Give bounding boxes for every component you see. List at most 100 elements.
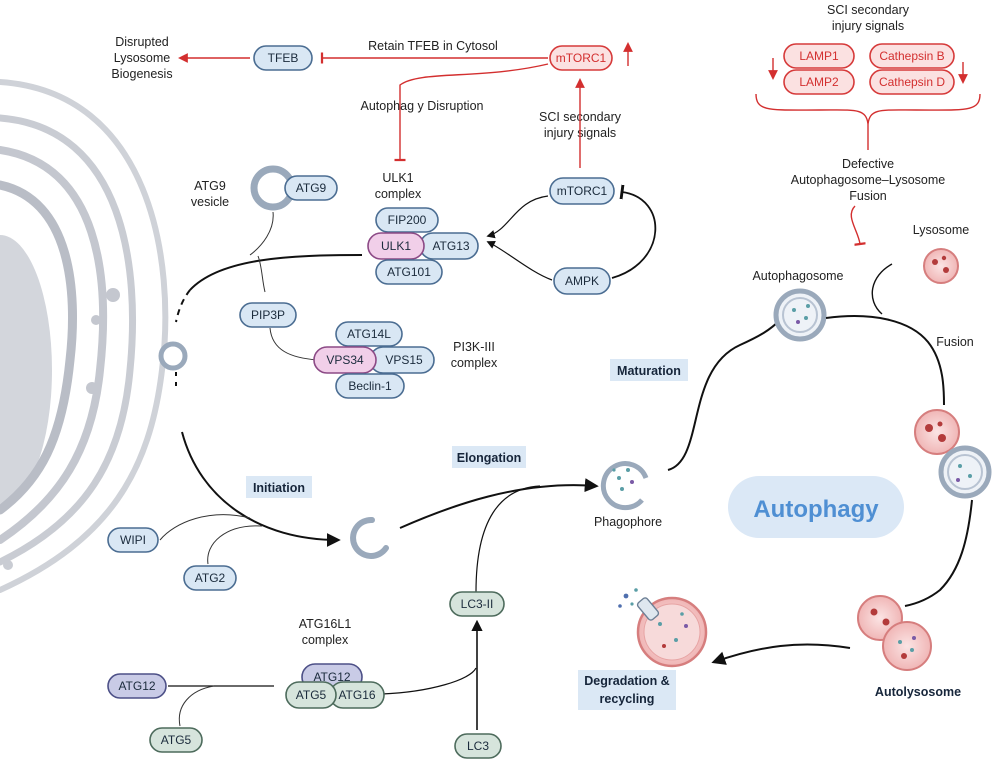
- atg14l-pill: ATG14L: [335, 321, 403, 347]
- autolysosome-curve: [904, 499, 973, 607]
- wipi-connector: [159, 514, 251, 541]
- vps15-pill: VPS15: [369, 346, 435, 374]
- svg-text:Elongation: Elongation: [457, 451, 522, 465]
- autolysosome-stage-box: Autolysosome: [870, 680, 966, 702]
- svg-text:Autolysosome: Autolysosome: [875, 685, 961, 699]
- svg-text:Cathepsin B: Cathepsin B: [879, 49, 944, 63]
- retain-tfeb-label: Retain TFEB in Cytosol: [368, 39, 498, 53]
- autophagy-disruption-line: [394, 63, 549, 162]
- lysosome: [923, 248, 959, 284]
- phagophore-label: Phagophore: [594, 515, 662, 529]
- svg-text:ATG2: ATG2: [195, 571, 226, 585]
- atg13-pill: ATG13: [419, 232, 479, 260]
- degrading-lysosome: [618, 588, 708, 668]
- lysosome-connector: [871, 263, 893, 315]
- cathepsin-b-pill: Cathepsin B: [869, 43, 955, 69]
- autophagy-badge: Autophagy: [728, 476, 904, 538]
- svg-text:VPS34: VPS34: [326, 353, 364, 367]
- svg-text:ATG5: ATG5: [161, 733, 192, 747]
- sci-top-label-1: SCI secondary: [827, 3, 910, 17]
- ampk-to-ulk1-arrow: [486, 241, 553, 281]
- ampk-inhibits-mtorc1: [611, 184, 657, 279]
- mtorc1-to-ulk1-arrow: [486, 195, 549, 239]
- svg-text:mTORC1: mTORC1: [557, 184, 608, 198]
- atg16l1-complex-label-2: complex: [302, 633, 349, 647]
- er-nucleus-illustration: [0, 79, 169, 593]
- atg9-vesicle-label-2: vesicle: [191, 195, 229, 209]
- defective-label-3: Fusion: [849, 189, 887, 203]
- autolysosome-to-degradation-arrow: [711, 643, 851, 665]
- defective-fusion-inhibition: [850, 205, 866, 246]
- atg2-pill: ATG2: [183, 565, 237, 591]
- lysosomal-proteins-brace: [755, 93, 981, 125]
- fusion-curve: [825, 315, 945, 406]
- fusion-label: Fusion: [936, 335, 974, 349]
- svg-text:FIP200: FIP200: [388, 213, 427, 227]
- svg-text:LAMP1: LAMP1: [799, 49, 839, 63]
- atg101-pill: ATG101: [375, 259, 443, 285]
- atg12-left-pill: ATG12: [107, 673, 167, 699]
- svg-text:Beclin-1: Beclin-1: [348, 379, 392, 393]
- atg9-pill: ATG9: [284, 175, 338, 201]
- initiation-curve-upper: [189, 254, 363, 291]
- tfeb-pill: TFEB: [253, 45, 313, 71]
- svg-text:ATG5: ATG5: [296, 688, 327, 702]
- isolation-membrane: [350, 516, 389, 559]
- wipi-pill: WIPI: [107, 527, 159, 553]
- atg9-connector: [249, 211, 274, 256]
- svg-text:Degradation &: Degradation &: [584, 674, 669, 688]
- svg-text:LC3: LC3: [467, 739, 489, 753]
- lc3ii-connector: [475, 485, 541, 593]
- lc3ii-pill: LC3-II: [449, 591, 505, 617]
- sci-top-label-2: injury signals: [832, 19, 904, 33]
- svg-text:WIPI: WIPI: [120, 533, 146, 547]
- lamp1-pill: LAMP1: [783, 43, 855, 69]
- initiation-stage-box: Initiation: [246, 476, 312, 498]
- lc3-pill: LC3: [454, 733, 502, 759]
- svg-text:TFEB: TFEB: [268, 51, 299, 65]
- svg-text:Cathepsin D: Cathepsin D: [879, 75, 945, 89]
- disrupted-label-1: Disrupted: [115, 35, 169, 49]
- phagophore: [600, 461, 649, 511]
- atg9-vesicle-label-1: ATG9: [194, 179, 226, 193]
- svg-text:ATG9: ATG9: [296, 181, 327, 195]
- ulk1-pill: ULK1: [367, 232, 425, 260]
- atg5-complex-pill: ATG5: [285, 681, 337, 709]
- autophagy-title: Autophagy: [753, 496, 879, 523]
- atg5-connector: [178, 685, 215, 727]
- initiation-dashed-link: [175, 289, 191, 323]
- disrupted-label-2: Lysosome: [114, 51, 171, 65]
- autophagosome: [773, 288, 827, 342]
- degradation-stage-box: Degradation & recycling: [578, 670, 676, 710]
- atg16l1-to-lc3-connector: [381, 667, 477, 695]
- maturation-curve: [667, 319, 781, 471]
- atg16l1-complex-label-1: ATG16L1: [299, 617, 352, 631]
- svg-text:VPS15: VPS15: [385, 353, 423, 367]
- svg-text:recycling: recycling: [600, 692, 655, 706]
- svg-text:LAMP2: LAMP2: [799, 75, 839, 89]
- svg-text:ULK1: ULK1: [381, 239, 411, 253]
- atg16-complex-pill: ATG16: [329, 681, 385, 709]
- fusing-organelles: [914, 409, 992, 499]
- maturation-stage-box: Maturation: [610, 359, 688, 381]
- atg5-left-pill: ATG5: [149, 727, 203, 753]
- vps34-pill: VPS34: [313, 346, 377, 374]
- beclin1-pill: Beclin-1: [335, 373, 405, 399]
- small-vesicle: [158, 341, 188, 371]
- svg-text:ATG14L: ATG14L: [347, 327, 391, 341]
- svg-text:Maturation: Maturation: [617, 364, 681, 378]
- pip3p-to-pi3k: [269, 327, 319, 361]
- pi3k-complex-label-2: complex: [451, 356, 498, 370]
- autophagosome-label: Autophagosome: [752, 269, 843, 283]
- mtorc1-red-pill: mTORC1: [549, 45, 613, 71]
- defective-label-2: Autophagosome–Lysosome: [791, 173, 946, 187]
- lysosome-label: Lysosome: [913, 223, 970, 237]
- disrupted-label-3: Biogenesis: [111, 67, 172, 81]
- svg-text:ATG12: ATG12: [313, 670, 350, 684]
- svg-text:ATG101: ATG101: [387, 265, 431, 279]
- svg-text:ATG16: ATG16: [338, 688, 375, 702]
- svg-text:PIP3P: PIP3P: [251, 308, 285, 322]
- pi3k-complex-label-1: PI3K-III: [453, 340, 495, 354]
- atg2-connector: [207, 525, 263, 565]
